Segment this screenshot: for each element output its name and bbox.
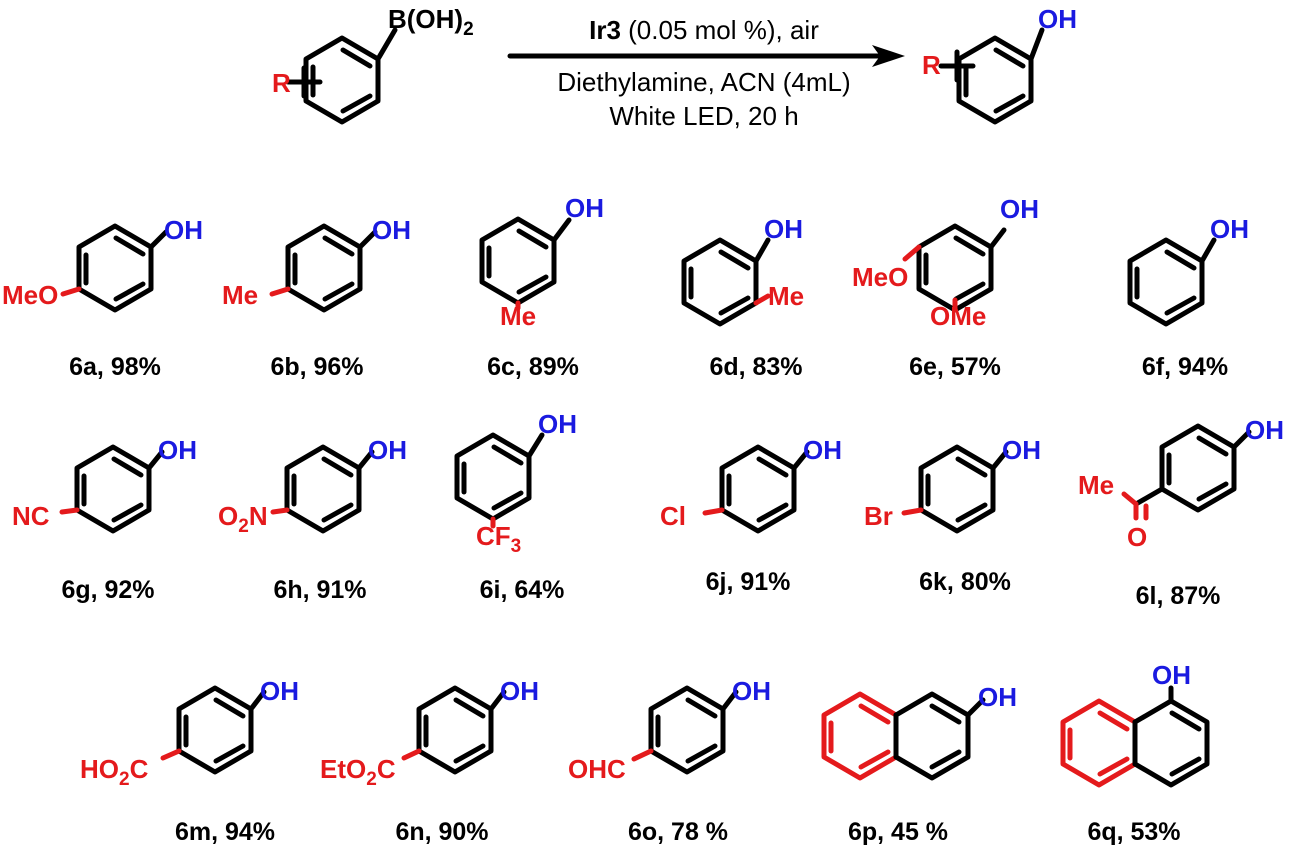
substituent-label: OHC (568, 754, 626, 784)
compound-6d: OH Me 6d, 83% (681, 214, 804, 381)
compound-caption: 6f, 94% (1142, 353, 1228, 381)
compound-6a: OH MeO 6a, 98% (2, 215, 203, 381)
compound-6e: OH MeO OMe 6e, 57% (852, 194, 1039, 381)
product-r-label: R (922, 50, 941, 80)
substituent-label: Me (222, 280, 258, 310)
product-phenol: R OH (922, 4, 1077, 125)
reactant-r-label: R (272, 68, 291, 98)
compound-caption: 6j, 91% (706, 568, 791, 596)
compound-6l: OH Me O 6l, 87% (1078, 415, 1284, 610)
compound-caption: 6e, 57% (909, 353, 1001, 381)
compound-6i: OH CF3 6i, 64% (454, 409, 577, 604)
compound-caption: 6o, 78 % (628, 818, 728, 846)
substituent-label: MeO (852, 262, 908, 292)
substituent2-label: OMe (930, 301, 986, 331)
substituent-label: Me (768, 281, 804, 311)
compound-caption: 6c, 89% (487, 353, 579, 381)
substituent-label: O2N (218, 501, 268, 537)
oh-label: OH (372, 215, 411, 245)
oh-label: OH (538, 409, 577, 439)
compound-6h: OH O2N 6h, 91% (218, 435, 407, 604)
compound-caption: 6q, 53% (1087, 818, 1180, 846)
oh-label: OH (732, 676, 771, 706)
compound-6g: OH NC 6g, 92% (12, 435, 197, 604)
oh-label: OH (164, 215, 203, 245)
substituent-label: MeO (2, 280, 58, 310)
product-oh-label: OH (1038, 4, 1077, 34)
compound-6j: OH Cl 6j, 91% (660, 435, 842, 596)
compound-caption: 6i, 64% (480, 576, 565, 604)
substituent-label: NC (12, 501, 50, 531)
substituent-label: EtO2C (320, 754, 396, 790)
oh-label: OH (1002, 435, 1041, 465)
compound-caption: 6h, 91% (273, 576, 366, 604)
oh-label: OH (1210, 214, 1249, 244)
substituent-label: CF3 (476, 521, 521, 557)
reaction-arrow (507, 45, 905, 67)
compound-6p: OH 6p, 45 % (821, 682, 1017, 846)
oh-label: OH (565, 193, 604, 223)
compound-caption: 6d, 83% (709, 353, 802, 381)
compound-caption: 6a, 98% (69, 353, 161, 381)
compound-6n: OH EtO2C 6n, 90% (320, 676, 539, 846)
oh-label: OH (158, 435, 197, 465)
compound-caption: 6p, 45 % (848, 818, 948, 846)
oh-label: OH (1000, 194, 1039, 224)
condition-line-2: Diethylamine, ACN (4mL) (557, 67, 850, 97)
compound-6c: OH Me 6c, 89% (479, 193, 604, 381)
substituent-label: Cl (660, 501, 686, 531)
oh-label: OH (978, 682, 1017, 712)
compound-caption: 6g, 92% (61, 576, 154, 604)
oh-label: OH (803, 435, 842, 465)
oh-label: OH (500, 676, 539, 706)
substituent2-label: O (1127, 522, 1147, 552)
compound-6m: OH HO2C 6m, 94% (80, 676, 299, 846)
compound-6f: OH 6f, 94% (1127, 214, 1249, 381)
reactant-boronic-acid: R B(OH)2 (272, 4, 474, 125)
substituent-label: Me (500, 301, 536, 331)
compound-caption: 6b, 96% (270, 353, 363, 381)
substituent-label: HO2C (80, 754, 149, 790)
compound-6q: OH 6q, 53% (1060, 660, 1210, 846)
compound-caption: 6k, 80% (919, 568, 1011, 596)
substituent-label: Me (1078, 470, 1114, 500)
oh-label: OH (1152, 660, 1191, 690)
compound-caption: 6n, 90% (395, 818, 488, 846)
compound-caption: 6l, 87% (1136, 582, 1221, 610)
oh-label: OH (1245, 415, 1284, 445)
compound-caption: 6m, 94% (175, 818, 275, 846)
compound-6o: OH OHC 6o, 78 % (568, 676, 771, 846)
condition-line-3: White LED, 20 h (609, 101, 798, 131)
oh-label: OH (764, 214, 803, 244)
compound-6k: OH Br 6k, 80% (864, 435, 1041, 596)
compound-6b: OH Me 6b, 96% (222, 215, 411, 381)
oh-label: OH (368, 435, 407, 465)
condition-line-1: Ir3 (0.05 mol %), air (589, 15, 819, 45)
boronic-acid-label: B(OH)2 (388, 4, 474, 40)
substituent-label: Br (864, 501, 893, 531)
oh-label: OH (260, 676, 299, 706)
